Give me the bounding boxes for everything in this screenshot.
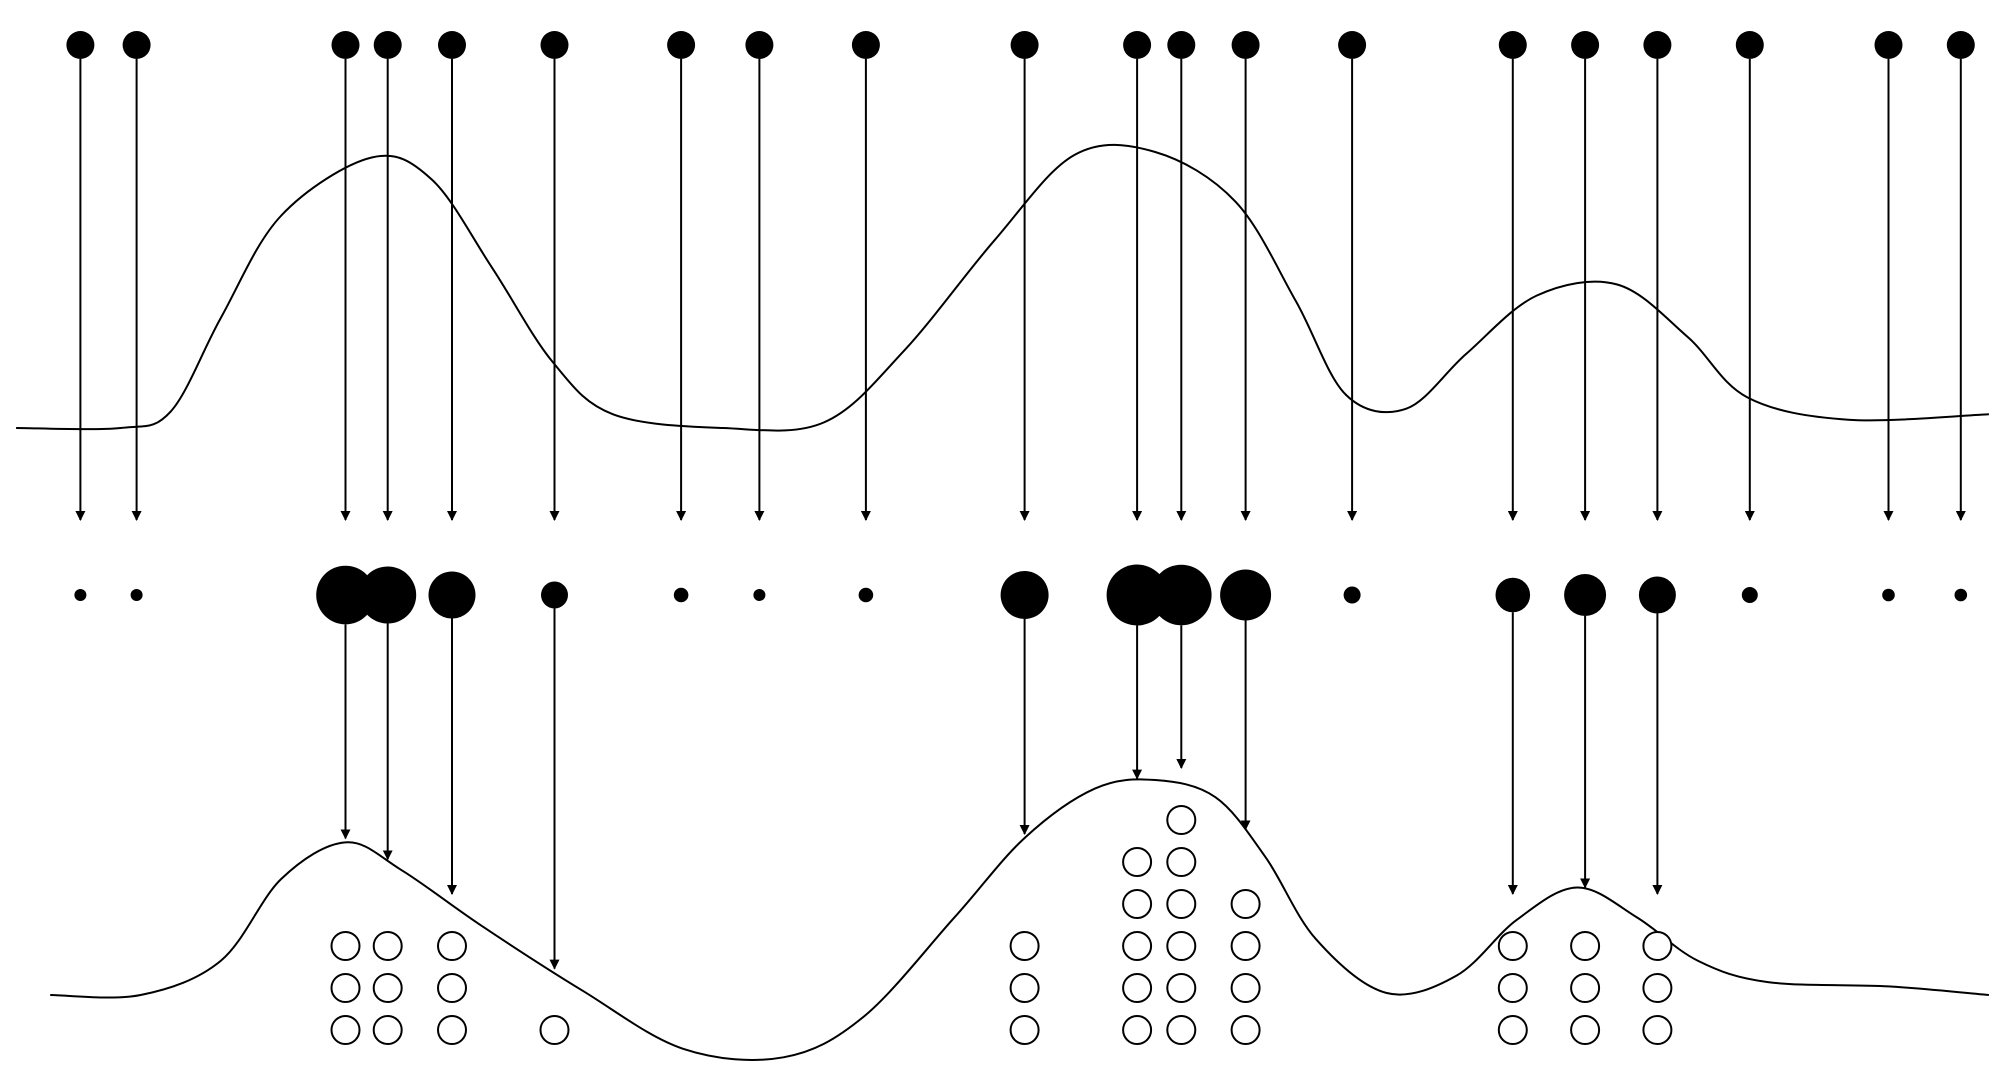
sample-circle bbox=[1497, 931, 1528, 961]
bottom-arrows bbox=[340, 608, 1663, 970]
weighted-middle-dots bbox=[74, 564, 1968, 626]
top-dot bbox=[1571, 31, 1600, 59]
sample-circle bbox=[437, 973, 467, 1003]
weighted-dot bbox=[1220, 569, 1272, 621]
sample-circle bbox=[1166, 847, 1197, 877]
sample-circle bbox=[1230, 931, 1261, 961]
weighted-dot bbox=[858, 587, 874, 603]
top-dot bbox=[66, 31, 95, 59]
top-dot bbox=[438, 31, 466, 59]
top-dot bbox=[1874, 31, 1903, 59]
top-density-curve bbox=[16, 143, 1989, 432]
top-dot bbox=[1735, 31, 1764, 59]
sample-circle bbox=[1166, 889, 1197, 919]
sample-circle bbox=[1122, 973, 1153, 1003]
sample-circle bbox=[1230, 1015, 1261, 1045]
sample-circle bbox=[330, 1015, 361, 1045]
sample-circle bbox=[1122, 889, 1153, 919]
weighted-dot bbox=[1882, 588, 1895, 602]
weighted-dot bbox=[1564, 574, 1607, 616]
sample-circle bbox=[330, 973, 361, 1003]
sample-circle bbox=[1570, 973, 1601, 1003]
weighted-dot bbox=[541, 581, 568, 609]
sample-circle bbox=[372, 931, 403, 961]
weighted-dot bbox=[753, 589, 766, 601]
weighted-dot bbox=[359, 566, 417, 624]
top-dot bbox=[745, 31, 774, 59]
sample-circle bbox=[1166, 1015, 1197, 1045]
weighted-dot bbox=[74, 589, 87, 601]
sample-circle bbox=[372, 1015, 403, 1045]
sample-circle bbox=[1166, 805, 1197, 835]
top-dot bbox=[540, 31, 569, 59]
sample-circle bbox=[1570, 1015, 1601, 1045]
top-dot bbox=[331, 31, 360, 59]
sample-circle bbox=[1166, 931, 1197, 961]
sample-circle bbox=[437, 931, 467, 961]
sample-circle bbox=[539, 1015, 570, 1045]
sample-circle bbox=[1570, 931, 1601, 961]
top-dot bbox=[1231, 31, 1260, 59]
sample-circle bbox=[1009, 931, 1040, 961]
top-dot bbox=[1946, 31, 1975, 59]
weighted-dot bbox=[1954, 588, 1968, 602]
weighted-dot bbox=[428, 571, 476, 619]
sample-circle bbox=[1230, 973, 1261, 1003]
sample-circle bbox=[1230, 889, 1261, 919]
weighted-dot bbox=[130, 589, 143, 601]
weighted-dot bbox=[316, 565, 375, 625]
top-arrows bbox=[75, 59, 1966, 521]
top-dot bbox=[851, 31, 880, 59]
top-dot bbox=[1643, 31, 1672, 59]
weighted-dot bbox=[1741, 587, 1758, 603]
top-source-dots bbox=[66, 31, 1975, 59]
weighted-dot bbox=[1343, 586, 1361, 604]
weighted-dot bbox=[1151, 564, 1212, 626]
sample-circle bbox=[1642, 931, 1673, 961]
sample-circle bbox=[1009, 1015, 1040, 1045]
sample-circle bbox=[1166, 973, 1197, 1003]
top-dot bbox=[667, 31, 696, 59]
top-dot bbox=[1338, 31, 1367, 59]
bottom-density-curve bbox=[50, 778, 1989, 1061]
weighted-dot bbox=[673, 587, 689, 603]
sample-circle bbox=[1642, 973, 1673, 1003]
sample-circle bbox=[330, 931, 361, 961]
top-dot bbox=[1498, 31, 1527, 59]
weighted-dot bbox=[1000, 571, 1049, 619]
sample-circle bbox=[1122, 1015, 1153, 1045]
sample-circle bbox=[1642, 1015, 1673, 1045]
top-dot bbox=[122, 31, 151, 59]
sample-circle bbox=[1497, 973, 1528, 1003]
sample-circle bbox=[437, 1015, 467, 1045]
sample-circle bbox=[1009, 973, 1040, 1003]
weighted-dot bbox=[1495, 577, 1531, 613]
sample-circle bbox=[1122, 931, 1153, 961]
sample-circle bbox=[1122, 847, 1153, 877]
top-dot bbox=[1123, 31, 1152, 59]
sample-circle bbox=[372, 973, 403, 1003]
sample-circle bbox=[1497, 1015, 1528, 1045]
weighted-dot bbox=[1106, 564, 1168, 626]
sample-stacks bbox=[330, 805, 1673, 1045]
top-dot bbox=[1010, 31, 1039, 59]
top-dot bbox=[373, 31, 402, 59]
weighted-dot bbox=[1638, 576, 1676, 614]
top-dot bbox=[1167, 31, 1196, 59]
